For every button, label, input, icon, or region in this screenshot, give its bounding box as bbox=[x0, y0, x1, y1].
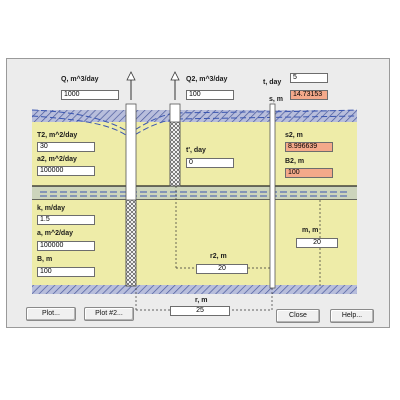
plot-2-button[interactable]: Plot #2... bbox=[84, 307, 134, 321]
s2-output: 8.996639 bbox=[285, 142, 333, 152]
pump-arrow-icon bbox=[126, 71, 136, 81]
t2-field[interactable]: 30 bbox=[37, 142, 95, 152]
r-field[interactable]: 25 bbox=[170, 306, 230, 316]
q2-label: Q2, m^3/day bbox=[186, 76, 228, 83]
second-well-screen bbox=[169, 121, 181, 187]
r2-label: r2, m bbox=[210, 253, 227, 260]
a2-label: a2, m^2/day bbox=[37, 156, 77, 163]
close-button[interactable]: Close bbox=[276, 309, 320, 323]
s2-label: s2, m bbox=[285, 132, 303, 139]
a-field[interactable]: 100000 bbox=[37, 241, 95, 251]
r-label: r, m bbox=[195, 297, 208, 304]
bottom-confining-layer bbox=[32, 285, 357, 294]
m-field[interactable]: 20 bbox=[296, 238, 338, 248]
b2-label: B2, m bbox=[285, 158, 305, 165]
t2-label: T2, m^2/day bbox=[37, 132, 78, 139]
help-button[interactable]: Help... bbox=[330, 309, 374, 323]
q-field[interactable]: 1000 bbox=[61, 90, 119, 100]
t-label: t, day bbox=[263, 79, 282, 86]
pump-arrow-icon bbox=[170, 71, 180, 81]
r2-field[interactable]: 20 bbox=[196, 264, 248, 274]
k-field[interactable]: 1.5 bbox=[37, 215, 95, 225]
q-label: Q, m^3/day bbox=[61, 76, 99, 83]
t-field[interactable]: 5 bbox=[290, 73, 328, 83]
b-label: B, m bbox=[37, 256, 53, 263]
main-well-screen bbox=[125, 199, 137, 287]
m-label: m, m bbox=[302, 227, 319, 234]
b2-field[interactable]: 100 bbox=[285, 168, 333, 178]
s-output: 14.73153 bbox=[290, 90, 328, 100]
top-confining-layer bbox=[32, 110, 357, 122]
k-label: k, m/day bbox=[37, 205, 66, 212]
t-prime-field[interactable]: 0 bbox=[186, 158, 234, 168]
aquitard-layer bbox=[32, 186, 357, 200]
s-label: s, m bbox=[269, 96, 284, 103]
water-level-curve bbox=[31, 109, 358, 134]
b-field[interactable]: 100 bbox=[37, 267, 95, 277]
a2-field[interactable]: 100000 bbox=[37, 166, 95, 176]
q2-field[interactable]: 100 bbox=[186, 90, 234, 100]
drawdown-curve bbox=[31, 115, 358, 139]
a-label: a, m^2/day bbox=[37, 230, 73, 237]
plot-button[interactable]: Plot... bbox=[26, 307, 76, 321]
t-prime-label: t', day bbox=[186, 147, 206, 154]
observation-well bbox=[269, 103, 276, 289]
